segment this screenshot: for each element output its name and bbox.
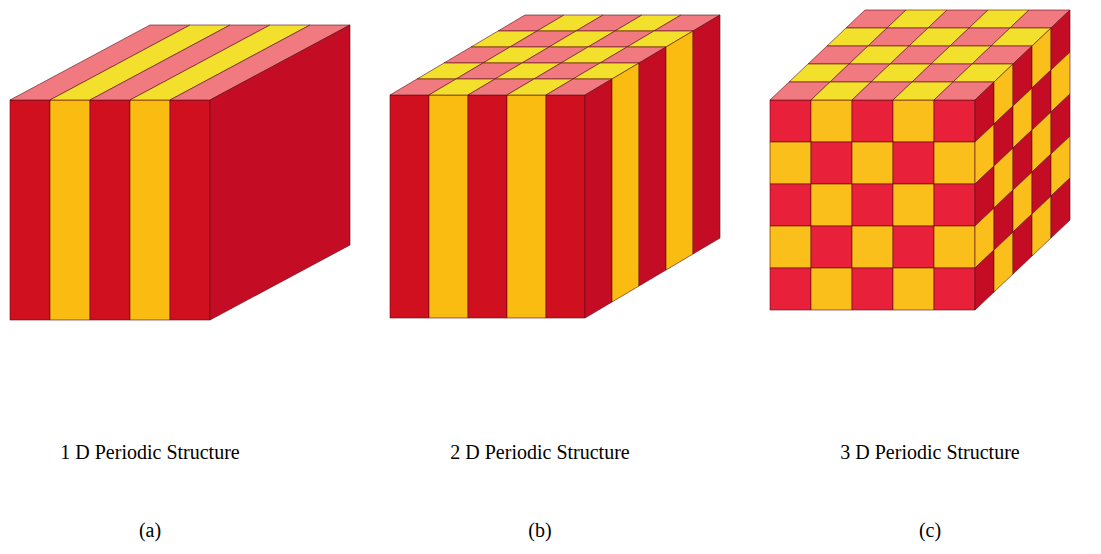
- cell: [811, 268, 852, 310]
- cell: [1013, 214, 1032, 274]
- cell: [852, 142, 893, 184]
- cell: [852, 100, 893, 142]
- cell: [1051, 178, 1070, 238]
- cell: [893, 142, 934, 184]
- cell: [934, 142, 975, 184]
- cell: [666, 31, 693, 270]
- cell: [429, 95, 468, 318]
- cell: [770, 226, 811, 268]
- cell: [1032, 196, 1051, 256]
- cell: [770, 268, 811, 310]
- cell: [770, 100, 811, 142]
- side-face: [210, 25, 350, 320]
- cell: [10, 100, 50, 320]
- cell: [893, 268, 934, 310]
- cell: [893, 184, 934, 226]
- cell: [693, 15, 720, 254]
- panel-letter: (b): [528, 519, 551, 542]
- cell: [507, 95, 546, 318]
- cell: [934, 226, 975, 268]
- front-face: [10, 100, 210, 320]
- cell: [934, 268, 975, 310]
- cell: [612, 63, 639, 302]
- structure-caption: 1 D Periodic Structure: [60, 441, 239, 464]
- cell: [811, 142, 852, 184]
- cell: [170, 100, 210, 320]
- cell: [639, 47, 666, 286]
- cell: [50, 100, 90, 320]
- cell: [852, 268, 893, 310]
- cell: [90, 100, 130, 320]
- cell: [546, 95, 585, 318]
- cell: [130, 100, 170, 320]
- structure-caption: 2 D Periodic Structure: [450, 441, 629, 464]
- side-face: [975, 10, 1070, 310]
- front-face: [770, 100, 975, 310]
- cell: [893, 100, 934, 142]
- cell: [468, 95, 507, 318]
- cell: [934, 100, 975, 142]
- front-face: [390, 95, 585, 318]
- cell: [770, 142, 811, 184]
- cell: [852, 184, 893, 226]
- cell: [893, 226, 934, 268]
- cell: [811, 100, 852, 142]
- panel-letter: (c): [919, 519, 941, 542]
- cell: [811, 226, 852, 268]
- cell: [994, 232, 1013, 292]
- side-face: [585, 15, 720, 318]
- cell: [811, 184, 852, 226]
- cell: [210, 25, 350, 320]
- cell: [975, 250, 994, 310]
- cell: [390, 95, 429, 318]
- cell: [852, 226, 893, 268]
- cell: [934, 184, 975, 226]
- cell: [770, 184, 811, 226]
- cell: [585, 79, 612, 318]
- structure-caption: 3 D Periodic Structure: [840, 441, 1019, 464]
- panel-letter: (a): [139, 519, 161, 542]
